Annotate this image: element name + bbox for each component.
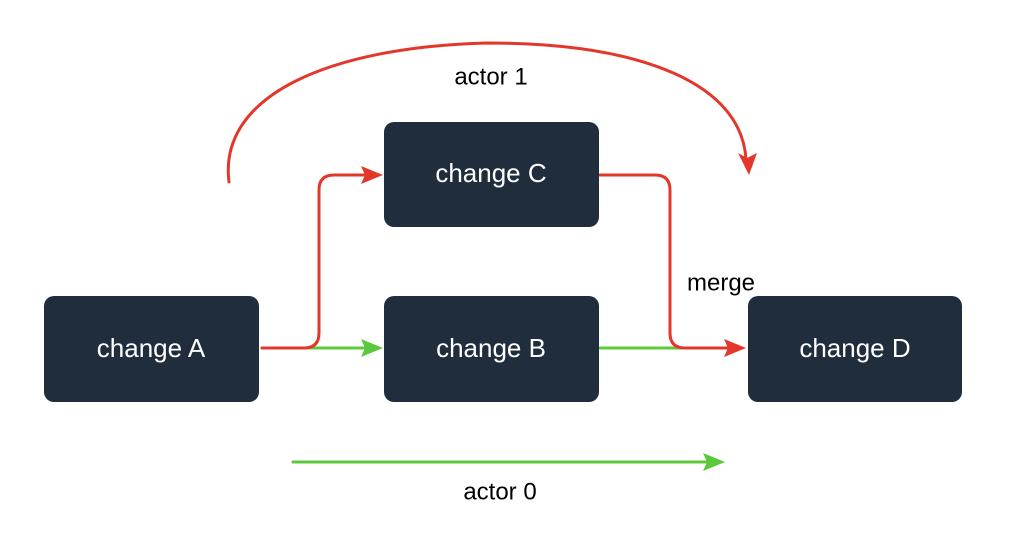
node-change-d-label: change D <box>799 333 910 363</box>
node-change-b-label: change B <box>436 333 546 363</box>
node-change-c[interactable]: change C <box>384 122 599 227</box>
node-change-a-label: change A <box>97 333 206 363</box>
arrowhead-b <box>361 339 383 357</box>
arrowhead-c <box>361 166 383 184</box>
edge-a-to-c <box>260 173 373 350</box>
edge-c-to-d <box>598 173 735 350</box>
node-change-b[interactable]: change B <box>384 296 599 402</box>
actor-1-curved-arrow <box>226 41 748 184</box>
merge-label: merge <box>687 269 755 296</box>
actor-0-arrowhead <box>703 453 725 471</box>
actor-1-label: actor 1 <box>454 63 527 90</box>
actor-0-label: actor 0 <box>463 478 536 505</box>
node-change-c-label: change C <box>435 158 546 188</box>
arrowhead-d <box>724 339 746 357</box>
actor-1-arrowhead <box>738 153 757 175</box>
node-change-a[interactable]: change A <box>44 296 259 402</box>
node-change-d[interactable]: change D <box>748 296 962 402</box>
